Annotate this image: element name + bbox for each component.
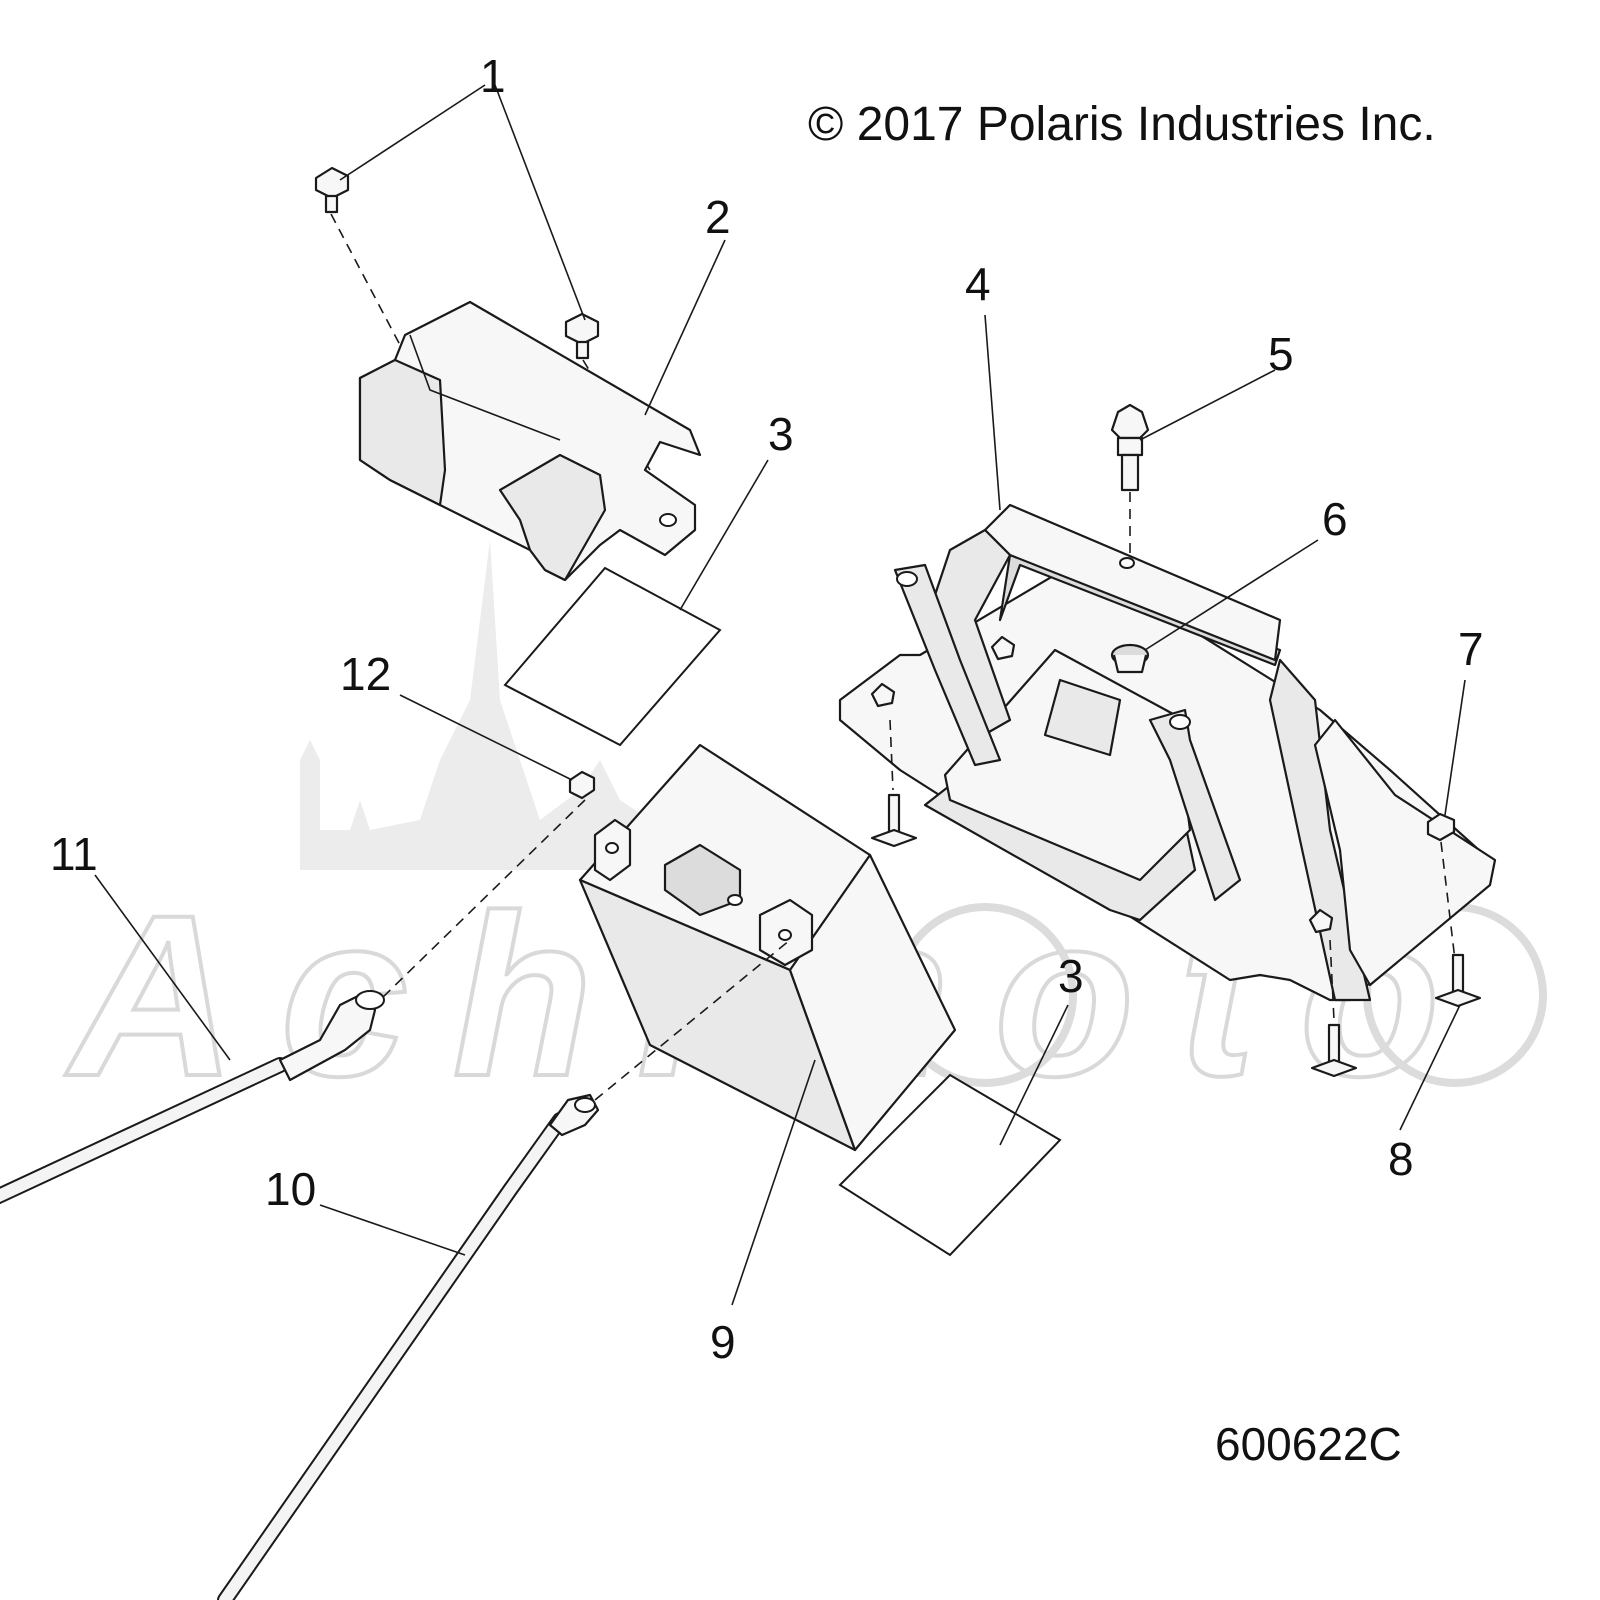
- leader-10: [319, 1204, 466, 1256]
- part-3-pad-upper: [503, 566, 722, 747]
- bolt-a-guide-line: [330, 213, 401, 346]
- callout-3-upper: 3: [768, 408, 794, 460]
- leader-11: [94, 874, 231, 1061]
- part-3-pad-lower: [838, 1073, 1062, 1257]
- callout-10: 10: [265, 1163, 316, 1215]
- part-5-pin: [1110, 403, 1150, 560]
- leader-9: [731, 1059, 816, 1306]
- part-6-grommet: [1110, 643, 1150, 674]
- leader-1b: [494, 84, 586, 321]
- part-12-screw: [379, 770, 596, 1001]
- part-9-battery: [578, 743, 957, 1152]
- callout-7: 7: [1458, 623, 1484, 675]
- copyright-text: © 2017 Polaris Industries Inc.: [808, 98, 1436, 151]
- callout-1: 1: [480, 50, 506, 102]
- leader-2: [644, 239, 726, 416]
- leader-6: [1144, 539, 1319, 651]
- callout-4: 4: [965, 258, 991, 310]
- leader-3-lower: [999, 1004, 1069, 1146]
- part-8-stud-a: [870, 793, 918, 848]
- leader-4: [984, 314, 1001, 511]
- watermark-cathedral-silhouette: [300, 540, 660, 870]
- callout-2: 2: [705, 191, 731, 243]
- part-1-bolt-a: [314, 166, 350, 214]
- callout-11: 11: [50, 828, 98, 880]
- stud-a-guide-line: [889, 719, 894, 791]
- callout-9: 9: [710, 1316, 736, 1368]
- part-10-cable: [217, 939, 791, 1600]
- callout-8: 8: [1388, 1133, 1414, 1185]
- callout-6: 6: [1322, 493, 1348, 545]
- part-11-cable: [0, 990, 385, 1205]
- part-8-stud-b: [1310, 1023, 1358, 1078]
- leader-1a: [339, 84, 486, 181]
- diagram-part-number: 600622C: [1215, 1418, 1402, 1470]
- part-1-bolt-b: [564, 312, 600, 360]
- leader-8: [1399, 1004, 1461, 1131]
- stud-b-guide-line: [1329, 939, 1335, 1021]
- callout-5: 5: [1268, 328, 1294, 380]
- leader-12: [399, 694, 573, 781]
- part-2-terminal-cover: [358, 300, 702, 582]
- part-8-stud-c: [1434, 953, 1482, 1008]
- leader-3-upper: [679, 459, 769, 611]
- part-7-nut: [1426, 812, 1456, 961]
- leader-5: [1139, 369, 1276, 441]
- callout-labels: 1 2 3 4 5 6 7 8 9 10 11 12 3: [50, 50, 1484, 1368]
- leader-7: [1444, 679, 1466, 816]
- leader-lines: [94, 84, 1466, 1306]
- part-4-battery-tray: [838, 503, 1497, 1002]
- callout-3-lower: 3: [1058, 950, 1084, 1002]
- callout-12: 12: [340, 648, 391, 700]
